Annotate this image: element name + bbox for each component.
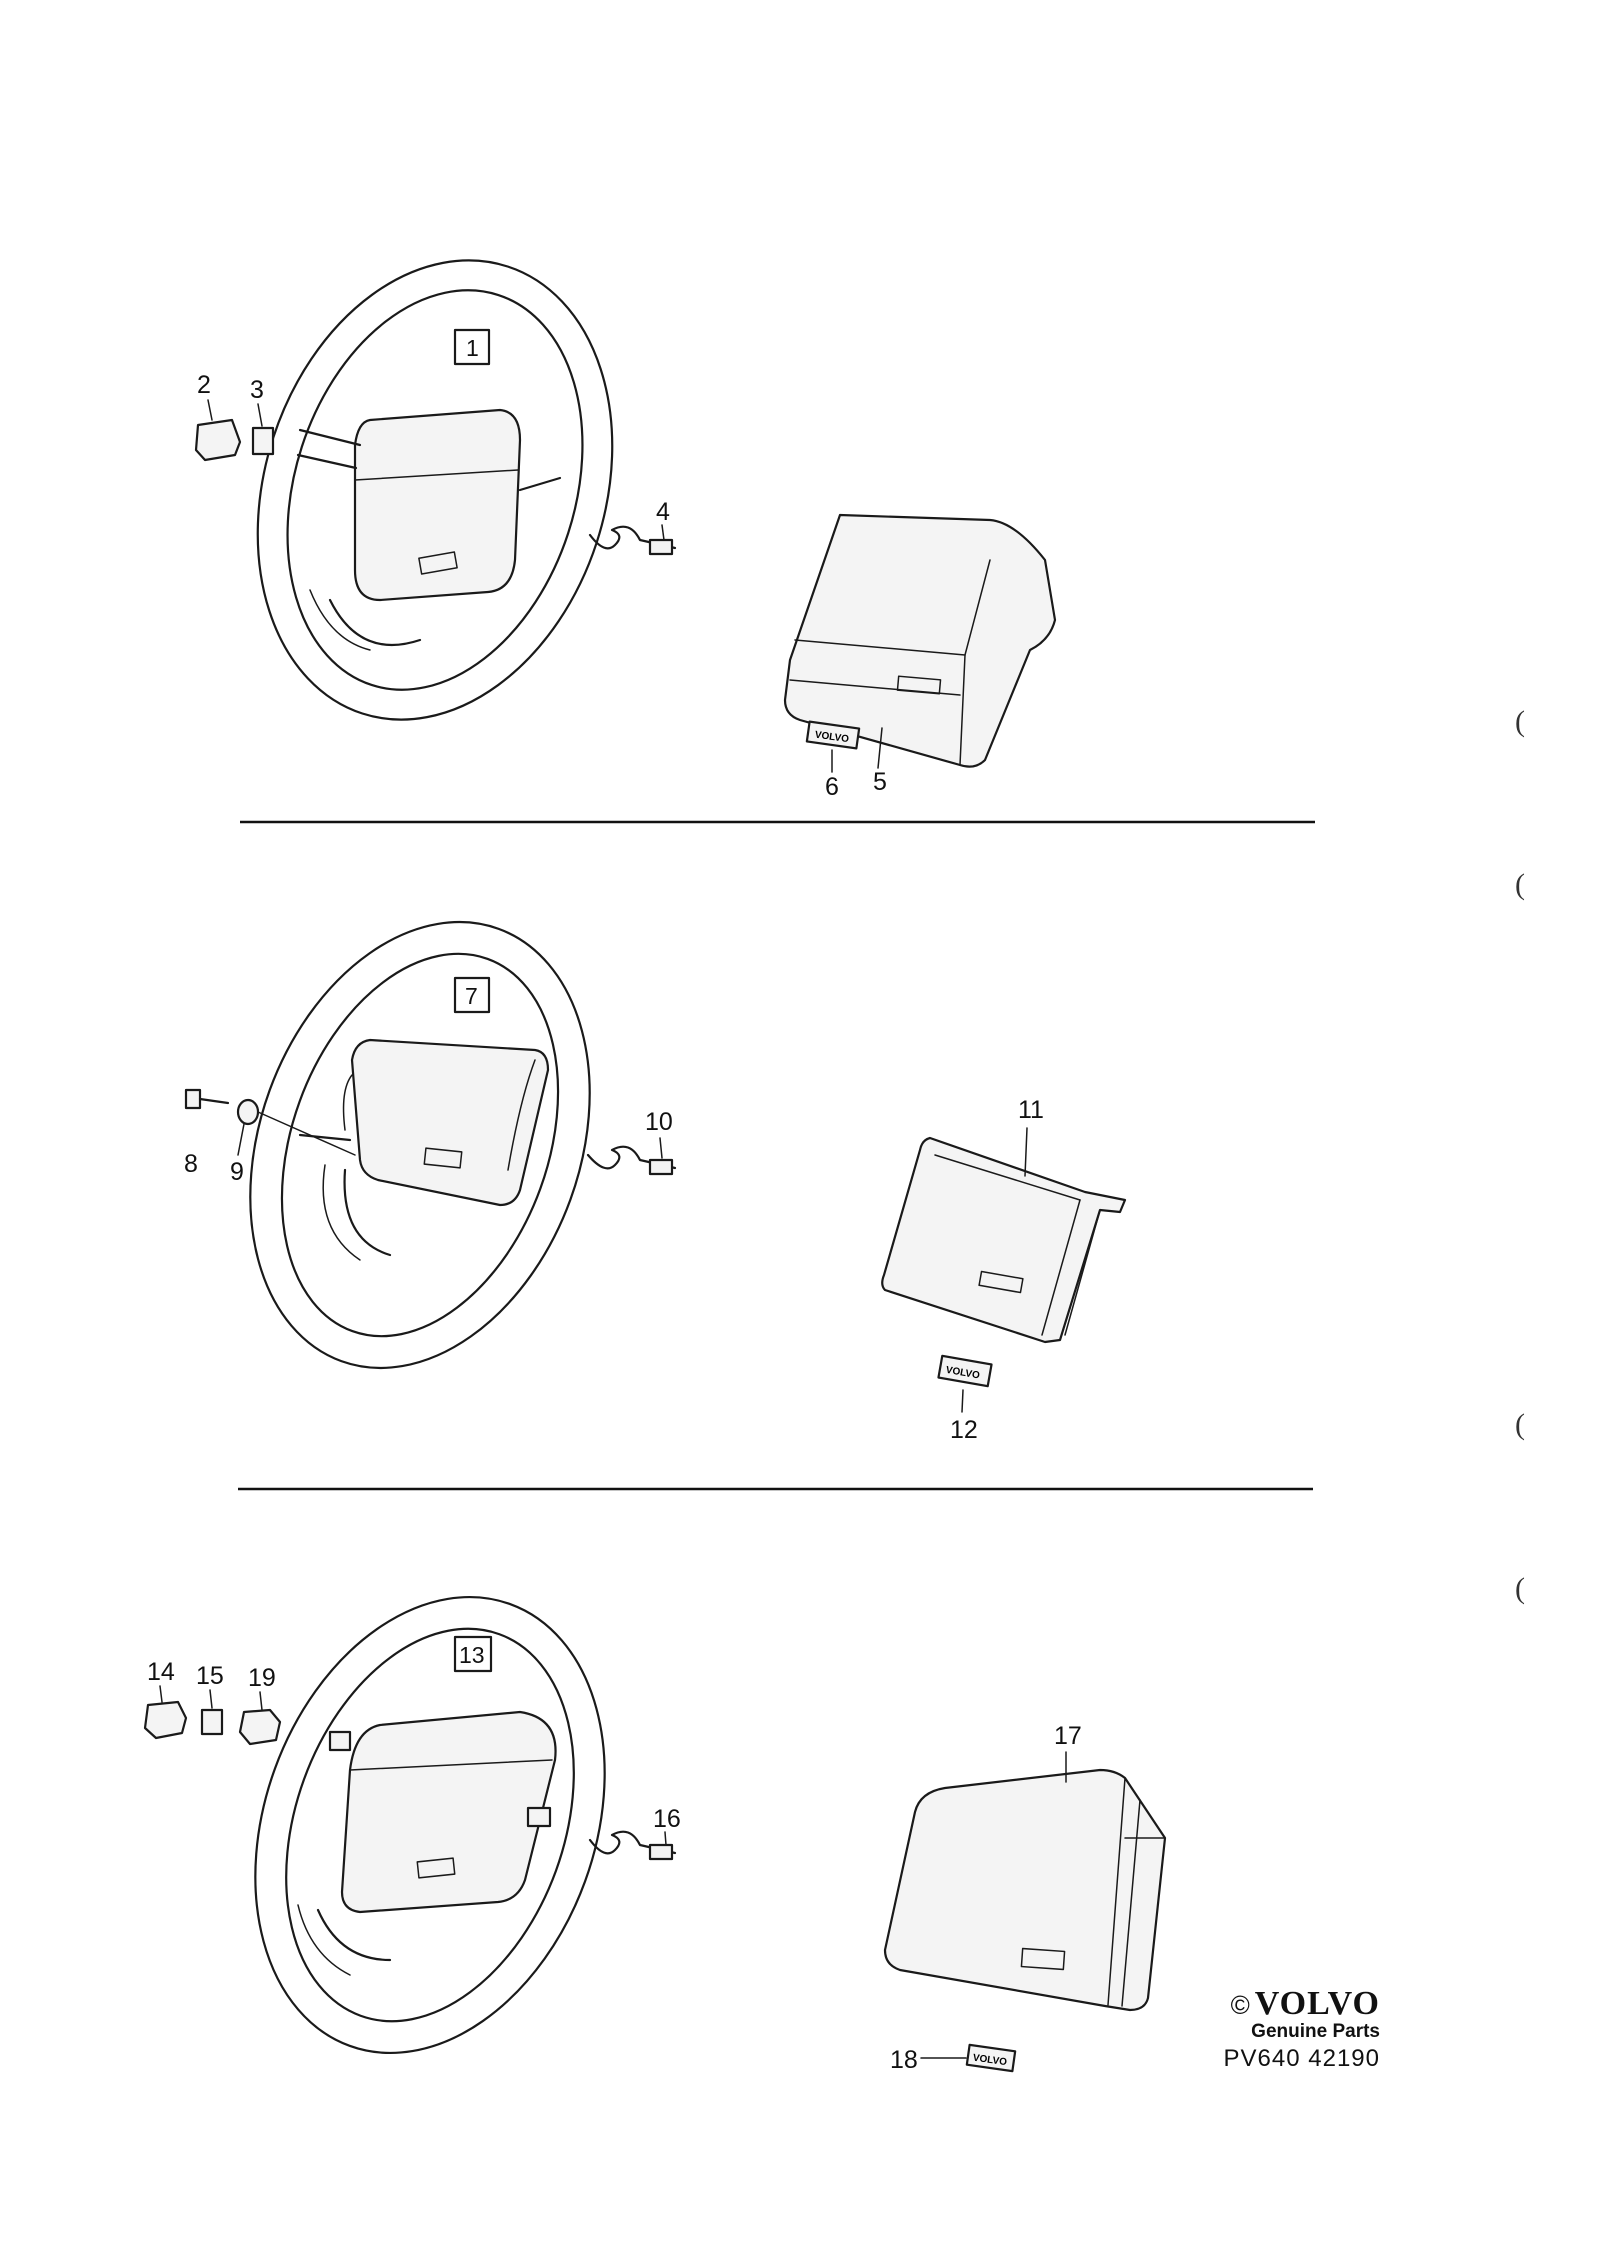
callout-10: 10 xyxy=(645,1108,673,1136)
part-6-emblem: VOLVO 6 xyxy=(805,720,861,801)
diagram-code: PV640 42190 xyxy=(1223,2045,1380,2072)
callout-14: 14 xyxy=(147,1658,175,1686)
copyright-symbol: © xyxy=(1230,1990,1251,2020)
part-8-bolt: 8 xyxy=(184,1088,230,1178)
part-12-emblem: VOLVO 12 xyxy=(937,1354,993,1444)
margin-mark-3: ( xyxy=(1515,1408,1525,1441)
callout-9: 9 xyxy=(230,1158,244,1186)
callout-5: 5 xyxy=(873,768,887,796)
callout-16: 16 xyxy=(653,1805,681,1833)
part-3-bracket: 3 xyxy=(250,376,275,456)
section-3: 13 14 15 19 16 xyxy=(143,1595,1167,2074)
callout-18: 18 xyxy=(890,2046,918,2074)
part-4-contact: 4 xyxy=(588,498,677,556)
callout-3: 3 xyxy=(250,376,264,404)
brand-tagline: Genuine Parts xyxy=(1251,2021,1380,2042)
part-5-horn-cover: 5 xyxy=(783,513,1057,796)
part-2-horn-pad: 2 xyxy=(194,371,242,462)
part-19-adapter: 19 xyxy=(238,1664,282,1746)
emblem-18-text: VOLVO xyxy=(972,2053,1008,2069)
group-label-13-text: 13 xyxy=(459,1642,485,1668)
part-18-emblem: VOLVO 18 xyxy=(890,2043,1017,2074)
margin-mark-4: ( xyxy=(1515,1572,1525,1605)
callout-15: 15 xyxy=(196,1662,224,1690)
group-label-13: 13 xyxy=(453,1635,493,1673)
emblem-6-text: VOLVO xyxy=(814,730,850,746)
callout-19: 19 xyxy=(248,1664,276,1692)
callout-12: 12 xyxy=(950,1416,978,1444)
group-label-1-text: 1 xyxy=(466,335,479,361)
part-10-contact: 10 xyxy=(586,1108,677,1176)
part-9-washer: 9 xyxy=(230,1098,356,1186)
part-16-contact: 16 xyxy=(588,1805,681,1861)
brand-logo-row: ©VOLVO xyxy=(1180,1985,1380,2023)
callout-17: 17 xyxy=(1054,1722,1082,1750)
callout-6: 6 xyxy=(825,773,839,801)
steering-wheel-13 xyxy=(254,1595,606,2055)
margin-mark-1: ( xyxy=(1515,705,1525,738)
part-14-horn-pad: 14 xyxy=(143,1658,188,1740)
group-label-1: 1 xyxy=(453,328,491,366)
part-11-cover: 11 xyxy=(881,1096,1127,1344)
group-label-7: 7 xyxy=(453,976,491,1014)
group-label-7-text: 7 xyxy=(465,983,478,1009)
section-1: 1 2 3 4 5 xyxy=(194,259,1057,801)
margin-mark-2: ( xyxy=(1515,868,1525,901)
callout-4: 4 xyxy=(656,498,670,526)
steering-wheel-7 xyxy=(249,920,591,1370)
section-2: 7 8 9 10 11 xyxy=(184,920,1127,1444)
callout-11: 11 xyxy=(1018,1096,1044,1124)
steering-wheel-1 xyxy=(256,259,614,721)
volvo-logo: VOLVO xyxy=(1254,1985,1380,2022)
callout-8: 8 xyxy=(184,1150,198,1178)
callout-2: 2 xyxy=(197,371,211,399)
part-17-horn-cover: 17 xyxy=(883,1722,1167,2012)
brand-block: ©VOLVO Genuine Parts PV640 42190 xyxy=(1180,1985,1380,2073)
part-15-bracket: 15 xyxy=(196,1662,224,1736)
